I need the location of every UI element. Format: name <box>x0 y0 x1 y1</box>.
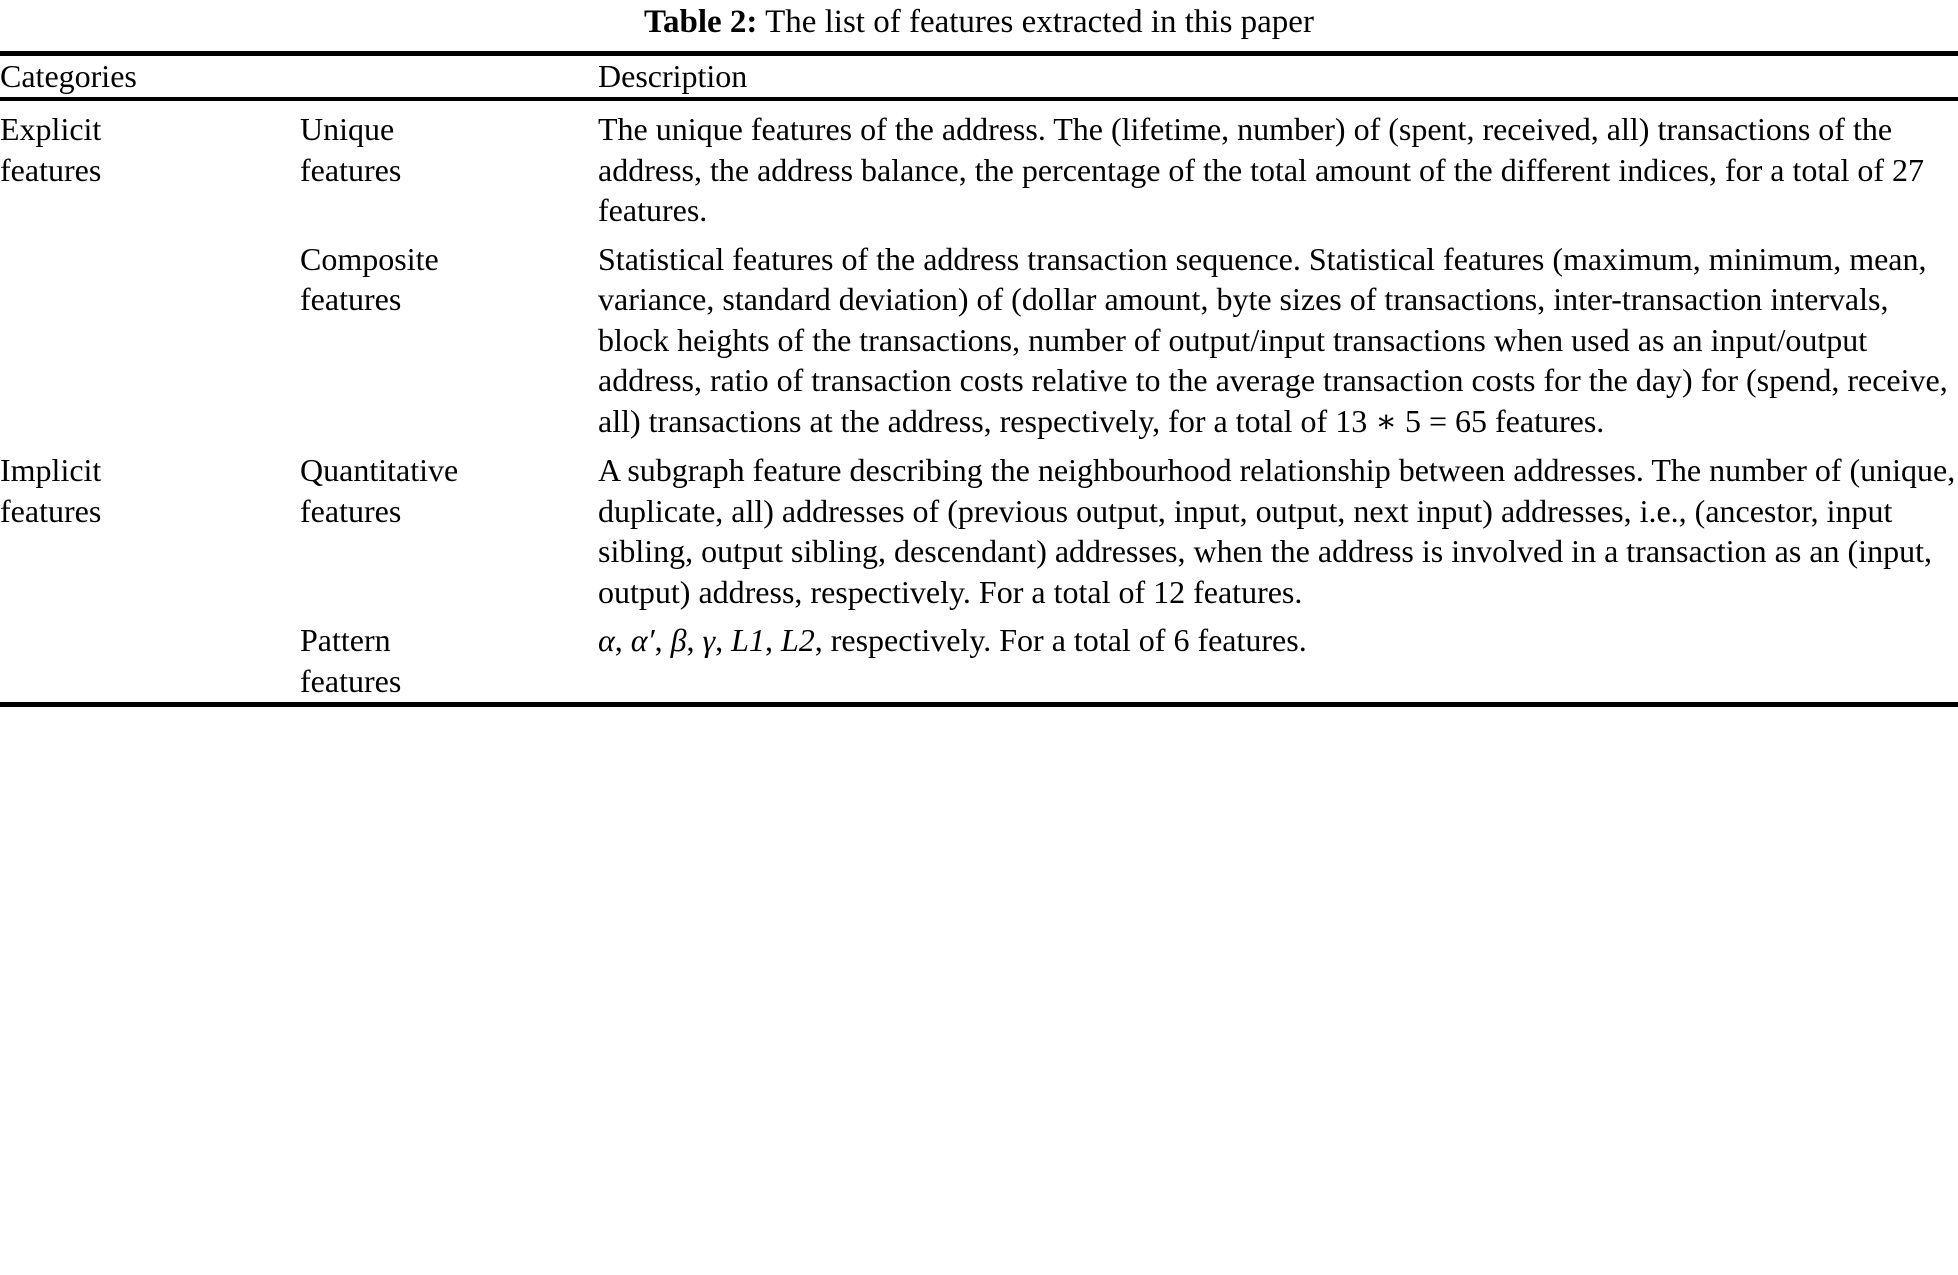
table-bottom-rule <box>0 702 1958 707</box>
row-description: A subgraph feature describing the neighb… <box>598 452 1956 610</box>
table-top-rule <box>0 51 1958 56</box>
table-row: Explicit features Unique features The un… <box>0 101 1958 232</box>
plain-text-run: , <box>614 622 631 658</box>
math-symbol: γ <box>702 622 716 658</box>
row-subcategory: Quantitative features <box>300 452 459 529</box>
math-symbol: α <box>598 622 615 658</box>
table-row: Composite features Statistical features … <box>0 232 1958 443</box>
plain-text-run: , <box>715 622 732 658</box>
column-header-subcategory <box>300 56 598 97</box>
table-header-row: Categories Description <box>0 56 1958 97</box>
row-category <box>0 613 300 702</box>
row-subcategory: Pattern features <box>300 622 402 699</box>
table-caption: Table 2: The list of features extracted … <box>0 0 1958 51</box>
row-description-math: α, α′, β, γ, L1, L2, respectively. For a… <box>598 613 1958 702</box>
row-category <box>0 232 300 443</box>
plain-text-run: , <box>764 622 781 658</box>
column-header-categories: Categories <box>0 58 137 94</box>
table-body: Explicit features Unique features The un… <box>0 101 1958 702</box>
math-symbol: L1 <box>731 622 765 658</box>
row-description: The unique features of the address. The … <box>598 111 1925 228</box>
math-symbol: L2 <box>780 622 815 658</box>
math-symbol: α′ <box>630 622 655 658</box>
row-category: Explicit features <box>0 111 102 188</box>
row-subcategory: Composite features <box>300 240 439 318</box>
plain-text-run: , <box>686 622 703 658</box>
plain-text-run: , <box>654 622 671 658</box>
row-description: Statistical features of the address tran… <box>598 240 1948 439</box>
table-caption-label: Table 2: <box>644 4 758 40</box>
row-subcategory: Unique features <box>300 111 402 188</box>
table-row: Implicit features Quantitative features … <box>0 442 1958 613</box>
table-row: Pattern features α, α′, β, γ, L1, L2, re… <box>0 613 1958 702</box>
plain-text-run: , respectively. For a total of 6 feature… <box>814 622 1307 658</box>
table-header-rule <box>0 97 1958 101</box>
row-category: Implicit features <box>0 452 102 529</box>
math-symbol: β <box>670 622 687 658</box>
table-header: Categories Description <box>0 56 1958 97</box>
table-caption-text: The list of features extracted in this p… <box>765 4 1314 40</box>
column-header-description: Description <box>598 58 748 94</box>
